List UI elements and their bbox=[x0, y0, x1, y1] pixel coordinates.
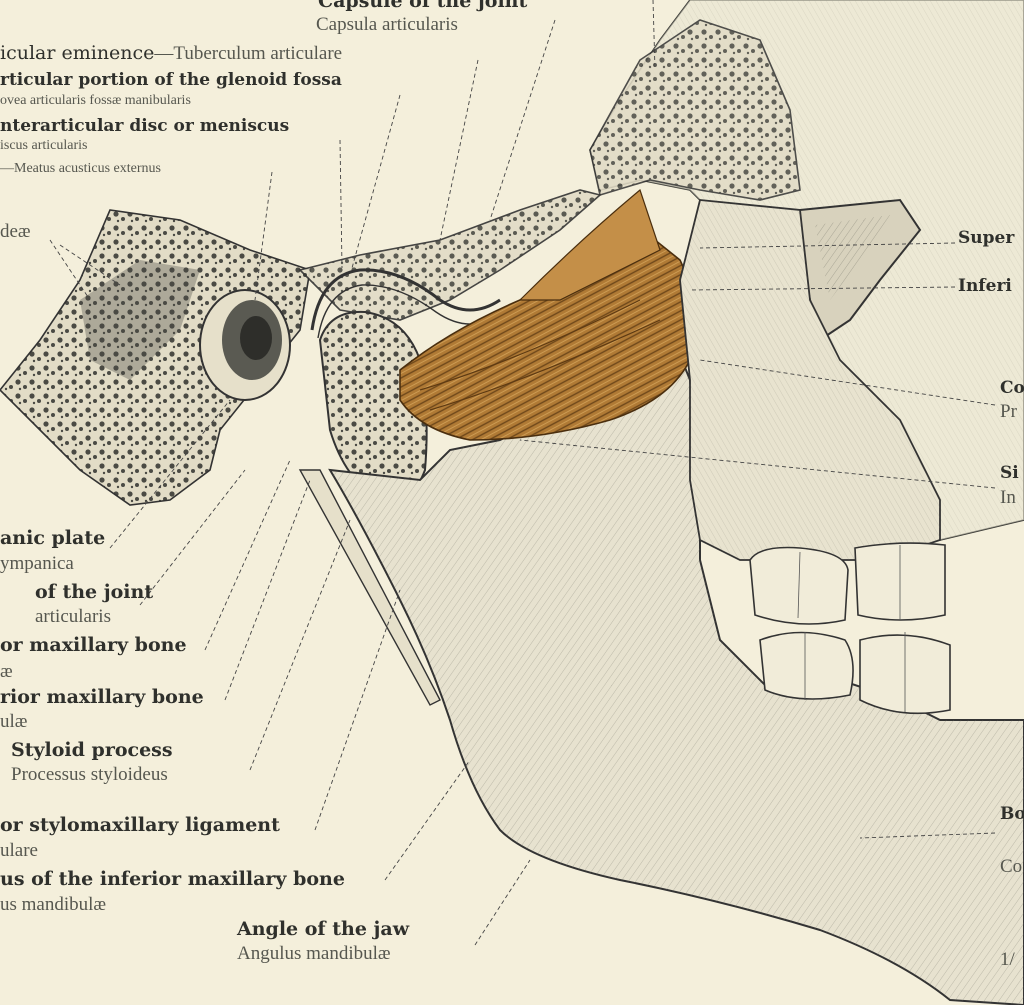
angle-latin: Angulus mandibulæ bbox=[237, 943, 391, 964]
styloid-latin: Processus styloideus bbox=[11, 764, 168, 785]
disc-label: nterarticular disc or meniscus bbox=[0, 116, 290, 136]
eminence-latin: Tuberculum articulare bbox=[173, 43, 343, 64]
upper-teeth bbox=[749, 542, 946, 625]
glenoid-fossa bbox=[298, 189, 602, 321]
sigmoid-latin: In bbox=[1000, 487, 1016, 508]
eminence-dash: — bbox=[154, 43, 174, 64]
leader-lines bbox=[49, 0, 996, 946]
capsule-latin: articularis bbox=[35, 606, 111, 627]
ramus-label: us of the inferior maxillary bone bbox=[0, 868, 345, 890]
glenoid-latin: ovea articularis fossæ manibularis bbox=[0, 93, 191, 108]
inferior-label: Inferi bbox=[958, 276, 1012, 296]
sigmoid-label: Si bbox=[1000, 463, 1019, 483]
ramus-latin: us mandibulæ bbox=[0, 894, 107, 915]
capsule-outline bbox=[310, 268, 501, 331]
cellulae-label: deæ bbox=[0, 221, 31, 242]
disc-latin: iscus articularis bbox=[0, 138, 88, 153]
capsule-top-label: Capsule of the joint bbox=[318, 0, 528, 12]
styloid-label: Styloid process bbox=[11, 739, 173, 761]
stylomaxillary-latin: ulare bbox=[0, 840, 38, 861]
lower-teeth bbox=[759, 631, 951, 715]
sup-maxillary-latin: æ bbox=[0, 661, 13, 682]
stylomaxillary-label: or stylomaxillary ligament bbox=[0, 814, 280, 836]
tympanic-latin: ympanica bbox=[0, 553, 74, 574]
styloid-process bbox=[298, 469, 441, 706]
capsule-label: of the joint bbox=[35, 581, 154, 603]
coronoid-label: Co bbox=[1000, 378, 1024, 398]
body-latin: Co bbox=[1000, 856, 1023, 877]
angle-label: Angle of the jaw bbox=[237, 918, 410, 940]
coronoid-latin: Pr bbox=[1000, 401, 1017, 422]
eminence-line: icular eminence—Tuberculum articulare bbox=[0, 42, 343, 64]
meatus-label: —Meatus acusticus externus bbox=[0, 161, 161, 176]
superior-label: Super bbox=[958, 228, 1015, 248]
temporal-section bbox=[589, 19, 801, 201]
eminence-label: icular eminence bbox=[0, 42, 155, 64]
glenoid-label: rticular portion of the glenoid fossa bbox=[0, 70, 342, 90]
scale-label: 1/ bbox=[1000, 949, 1015, 970]
capsule-top-latin: Capsula articularis bbox=[316, 14, 458, 35]
inf-maxillary-label: rior maxillary bone bbox=[0, 686, 204, 708]
sup-maxillary-label: or maxillary bone bbox=[0, 634, 187, 656]
body-label: Bo bbox=[1000, 804, 1024, 824]
tympanic-label: anic plate bbox=[0, 527, 106, 549]
inf-maxillary-latin: ulæ bbox=[0, 711, 28, 732]
